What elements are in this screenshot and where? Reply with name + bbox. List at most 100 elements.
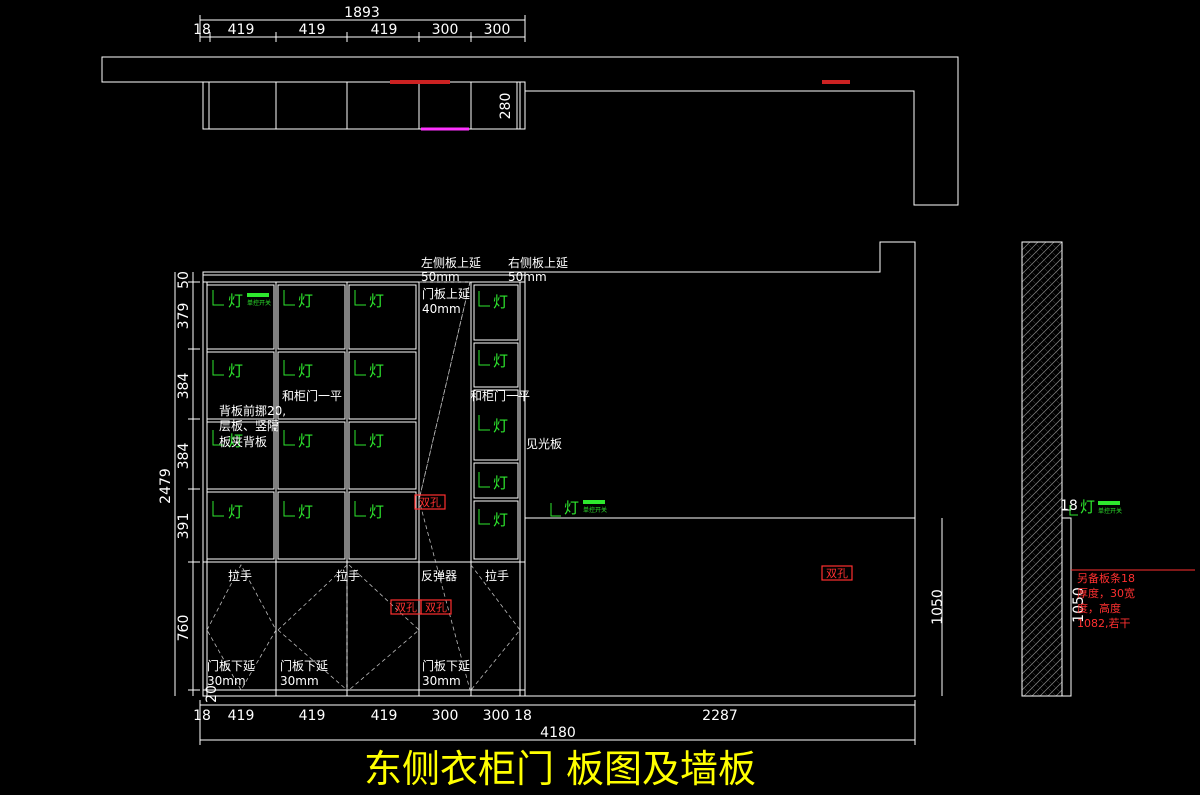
lamp-label: 灯 bbox=[228, 432, 243, 450]
bottom-dim-label: 419 bbox=[371, 708, 398, 724]
switch-symbol bbox=[583, 500, 605, 504]
lamp-label: 灯 bbox=[493, 511, 508, 529]
wall-panel-strip bbox=[1061, 517, 1072, 697]
lamp-label: 灯 bbox=[298, 503, 313, 521]
side-dim-label: 1050 bbox=[1071, 587, 1087, 623]
bottom-dim-label: 2287 bbox=[702, 708, 738, 724]
bottom-dim-label: 419 bbox=[299, 708, 326, 724]
right-dim-label: 1050 bbox=[930, 589, 946, 625]
lamp-label: 灯 bbox=[298, 292, 313, 310]
plan-dim-label: 18 bbox=[193, 22, 211, 38]
note-reflector: 反弹器 bbox=[421, 569, 457, 583]
note-door-up: 门板上延 bbox=[422, 286, 470, 301]
note-door-up-val: 40mm bbox=[422, 302, 461, 316]
shelf-grid-right bbox=[473, 284, 519, 560]
note-right-side-up-val: 50mm bbox=[508, 270, 547, 284]
plan-dim-label: 300 bbox=[484, 22, 511, 38]
note-door-down-val: 30mm bbox=[280, 674, 319, 688]
note-back-panel-3: 板夹背板 bbox=[219, 435, 267, 449]
note-left-side-up-val: 50mm bbox=[421, 270, 460, 284]
lamp-label: 灯 bbox=[493, 352, 508, 370]
side-small-dim: 18 bbox=[1060, 498, 1078, 514]
note-door-down-val: 30mm bbox=[422, 674, 461, 688]
lamp-label: 灯 bbox=[369, 503, 384, 521]
switch-label: 单控开关 bbox=[247, 299, 271, 307]
note-back-panel-1: 背板前挪20, bbox=[219, 403, 286, 418]
lamp-label: 灯 bbox=[228, 362, 243, 380]
switch-symbol bbox=[1098, 501, 1120, 505]
door-swing-lines bbox=[206, 281, 521, 691]
socket-label: 双孔 bbox=[395, 601, 417, 614]
lamp-label: 灯 bbox=[493, 474, 508, 492]
note-right-side-up: 右侧板上延 bbox=[508, 255, 568, 270]
plan-dim-label: 300 bbox=[432, 22, 459, 38]
plan-total-dim: 1893 bbox=[344, 5, 380, 21]
total-width-dim: 4180 bbox=[540, 725, 576, 741]
socket-symbols: 双孔 双孔 双孔 双孔 bbox=[390, 494, 853, 615]
plan-dim-label: 419 bbox=[371, 22, 398, 38]
note-back-panel-2: 层板、竖隔 bbox=[219, 419, 279, 433]
socket-label: 双孔 bbox=[425, 601, 447, 614]
plan-depth-dim: 280 bbox=[498, 93, 514, 120]
lamp-label: 灯 bbox=[228, 503, 243, 521]
left-dim-label: 384 bbox=[176, 373, 192, 400]
lamp-symbols: 灯 灯 灯 灯 灯 灯 灯 灯 灯 灯 灯 灯 灯 灯 bbox=[212, 290, 607, 529]
plan-view: 1893 18 419 419 419 300 300 280 bbox=[101, 5, 959, 206]
note-flush-door: 和柜门一平 bbox=[470, 388, 530, 403]
lamp-label: 灯 bbox=[493, 293, 508, 311]
side-note: 另备板条18 bbox=[1077, 571, 1135, 585]
note-handle: 拉手 bbox=[228, 568, 252, 583]
socket-label: 双孔 bbox=[419, 496, 441, 509]
lamp-label: 灯 bbox=[369, 432, 384, 450]
lamp-label: 灯 bbox=[369, 292, 384, 310]
switch-symbol bbox=[247, 293, 269, 297]
bottom-dim-label: 18 bbox=[514, 708, 532, 724]
lamp-label: 灯 bbox=[369, 362, 384, 380]
plan-red-mark bbox=[822, 80, 850, 84]
note-door-down: 门板下延 bbox=[422, 658, 470, 673]
note-handle: 拉手 bbox=[485, 568, 509, 583]
note-door-down-val: 30mm bbox=[207, 674, 246, 688]
side-note: 1082,若干 bbox=[1077, 617, 1131, 630]
drawing-title: 东侧衣柜门 板图及墙板 bbox=[364, 747, 756, 791]
cabinet-frame bbox=[202, 274, 526, 697]
switch-label: 单控开关 bbox=[583, 506, 607, 514]
lamp-label: 灯 bbox=[228, 292, 243, 310]
socket-label: 双孔 bbox=[826, 567, 848, 580]
plan-dim-label: 419 bbox=[299, 22, 326, 38]
bottom-dim-label: 300 bbox=[432, 708, 459, 724]
side-section: 18 灯 单控开关 1050 另备板条18 厚度，30宽 度，高度 1082,若… bbox=[1021, 241, 1195, 697]
side-note: 度，高度 bbox=[1077, 601, 1121, 615]
lamp-label: 灯 bbox=[1080, 498, 1095, 516]
lamp-label: 灯 bbox=[493, 417, 508, 435]
bottom-dim-label: 419 bbox=[228, 708, 255, 724]
side-note: 厚度，30宽 bbox=[1077, 586, 1135, 600]
left-dim-label: 379 bbox=[176, 303, 192, 330]
total-height-dim: 2479 bbox=[158, 468, 174, 504]
left-dimension-chain: 50 379 384 384 391 760 20 2479 bbox=[158, 271, 220, 703]
lamp-label: 灯 bbox=[298, 432, 313, 450]
bottom-dim-label: 18 bbox=[193, 708, 211, 724]
note-door-down: 门板下延 bbox=[280, 658, 328, 673]
lamp-label: 灯 bbox=[564, 499, 579, 517]
left-dim-label: 384 bbox=[176, 443, 192, 470]
plan-wall-outline bbox=[101, 56, 959, 206]
bottom-dim-label: 300 bbox=[483, 708, 510, 724]
left-dim-label: 20 bbox=[204, 685, 220, 703]
left-dim-label: 50 bbox=[176, 271, 192, 289]
plan-dim-label: 419 bbox=[228, 22, 255, 38]
note-flush-door: 和柜门一平 bbox=[282, 388, 342, 403]
note-visible-panel: 见光板 bbox=[526, 437, 562, 451]
front-elevation: 灯 灯 灯 灯 灯 灯 灯 灯 灯 灯 灯 灯 灯 灯 bbox=[158, 241, 946, 745]
plan-cabinet bbox=[202, 81, 526, 130]
left-dim-label: 760 bbox=[176, 615, 192, 642]
note-door-down: 门板下延 bbox=[207, 658, 255, 673]
note-handle: 拉手 bbox=[336, 568, 360, 583]
lamp-label: 灯 bbox=[298, 362, 313, 380]
switch-label: 单控开关 bbox=[1098, 507, 1122, 515]
plan-red-mark bbox=[390, 80, 450, 84]
note-left-side-up: 左侧板上延 bbox=[421, 255, 481, 270]
wall-hatch bbox=[1021, 241, 1063, 697]
left-dim-label: 391 bbox=[176, 513, 192, 540]
